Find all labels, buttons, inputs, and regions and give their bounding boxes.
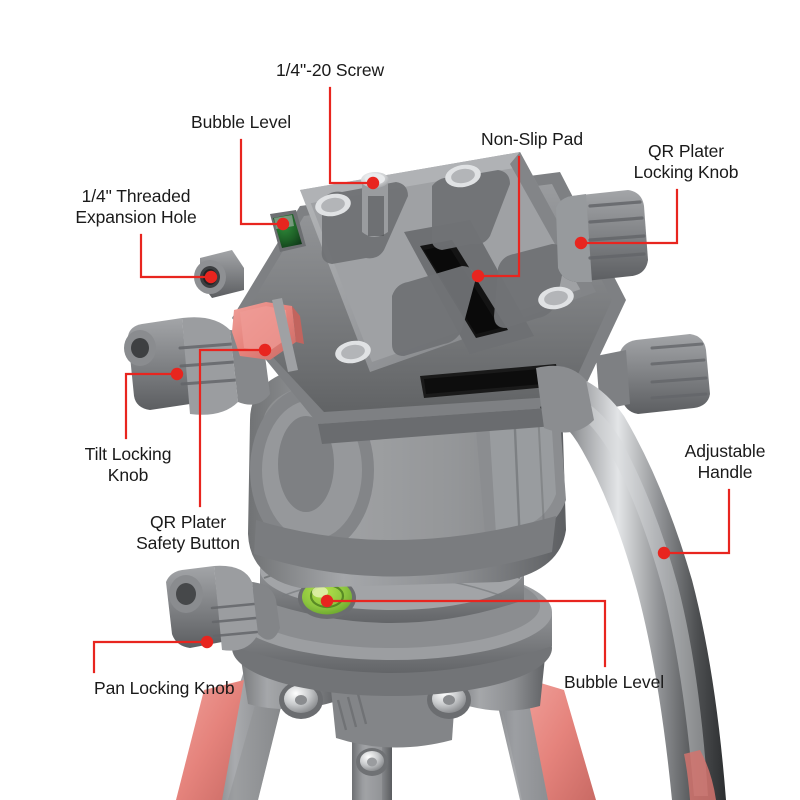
callout-label-line: Bubble Level bbox=[564, 672, 664, 692]
callout-label-line: Locking Knob bbox=[633, 162, 739, 182]
callout-dot-qr-plater-safety-button bbox=[258, 343, 272, 357]
callout-dot-threaded-expansion-hole bbox=[204, 270, 218, 284]
callout-label-line: 1/4" Threaded bbox=[81, 186, 191, 206]
callout-label-line: Adjustable bbox=[684, 441, 766, 461]
leader-line-bubble-level-bottom bbox=[325, 599, 607, 668]
callout-dot-tilt-locking-knob bbox=[170, 367, 184, 381]
callout-label-screw: 1/4"-20 Screw bbox=[276, 60, 384, 81]
callout-label-line: 1/4"-20 Screw bbox=[275, 60, 385, 80]
leg-rubber-pads bbox=[176, 678, 596, 800]
callout-dot-qr-plater-locking-knob bbox=[574, 236, 588, 250]
callout-dot-bubble-level-top bbox=[276, 217, 290, 231]
qr-plate-assembly bbox=[194, 152, 626, 444]
leader-line-threaded-expansion-hole bbox=[139, 233, 213, 279]
callout-label-line: QR Plater bbox=[648, 141, 724, 161]
callout-label-line: Tilt Locking bbox=[84, 444, 172, 464]
leader-line-pan-locking-knob bbox=[92, 640, 209, 674]
qr-safety-button bbox=[232, 298, 304, 372]
leader-line-qr-plater-locking-knob bbox=[579, 188, 679, 245]
callout-dot-screw bbox=[366, 176, 380, 190]
callout-dot-bubble-level-bottom bbox=[320, 594, 334, 608]
callout-label-line: Safety Button bbox=[136, 533, 240, 553]
leader-line-tilt-locking-knob bbox=[124, 372, 179, 440]
qr-locking-knob bbox=[556, 190, 648, 282]
leader-line-screw bbox=[328, 86, 375, 185]
leader-line-non-slip-pad bbox=[476, 155, 521, 278]
adjustable-handle bbox=[536, 365, 726, 800]
callout-label-line: Knob bbox=[107, 465, 149, 485]
callout-label-line: QR Plater bbox=[150, 512, 226, 532]
callout-label-pan-locking-knob: Pan Locking Knob bbox=[94, 678, 235, 699]
callout-label-bubble-level-bottom: Bubble Level bbox=[564, 672, 664, 693]
callout-label-line: Pan Locking Knob bbox=[94, 678, 235, 698]
leader-line-adjustable-handle bbox=[662, 488, 731, 555]
plate-screws bbox=[315, 164, 574, 364]
callout-dot-pan-locking-knob bbox=[200, 635, 214, 649]
leader-line-qr-plater-safety-button bbox=[198, 348, 267, 508]
callout-label-bubble-level-top: Bubble Level bbox=[191, 112, 291, 133]
leader-line-bubble-level-top bbox=[239, 138, 285, 226]
callout-dot-non-slip-pad bbox=[471, 269, 485, 283]
callout-label-line: Bubble Level bbox=[191, 112, 291, 132]
secondary-right-knob bbox=[596, 334, 710, 414]
pan-locking-knob bbox=[166, 565, 280, 651]
callout-dot-adjustable-handle bbox=[657, 546, 671, 560]
callout-label-non-slip-pad: Non-Slip Pad bbox=[481, 129, 583, 150]
callout-label-line: Expansion Hole bbox=[75, 207, 197, 227]
callout-label-line: Non-Slip Pad bbox=[481, 129, 583, 149]
callout-label-line: Handle bbox=[697, 462, 753, 482]
